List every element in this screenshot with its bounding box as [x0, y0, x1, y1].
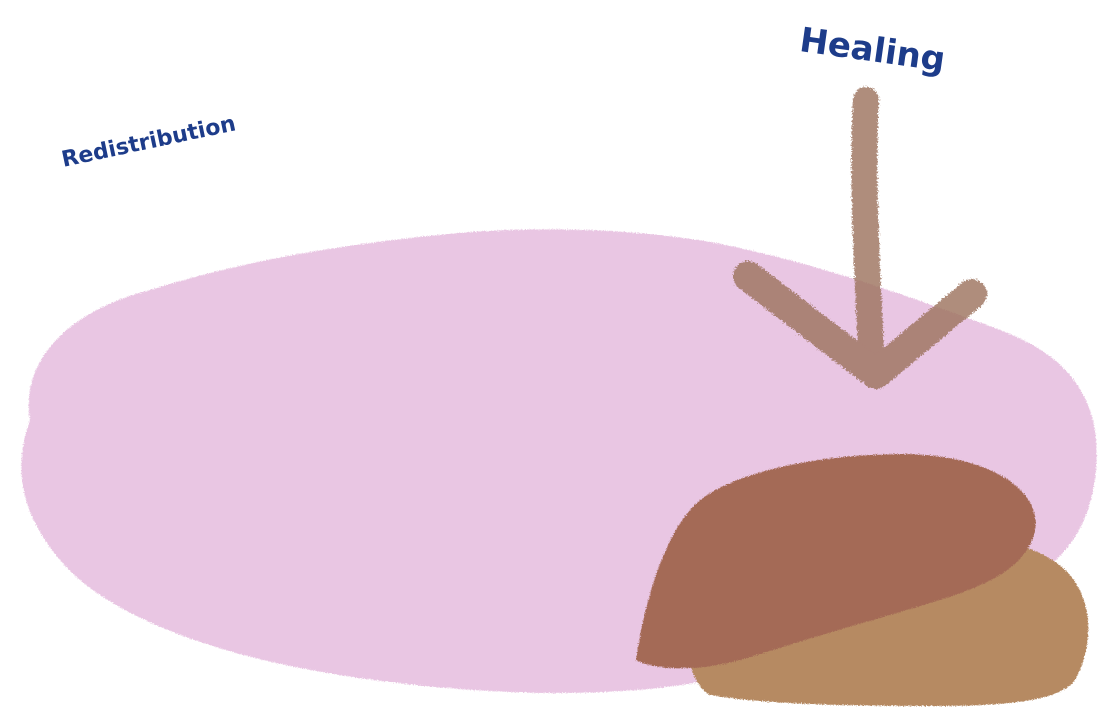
arrow-shaft [864, 100, 872, 370]
